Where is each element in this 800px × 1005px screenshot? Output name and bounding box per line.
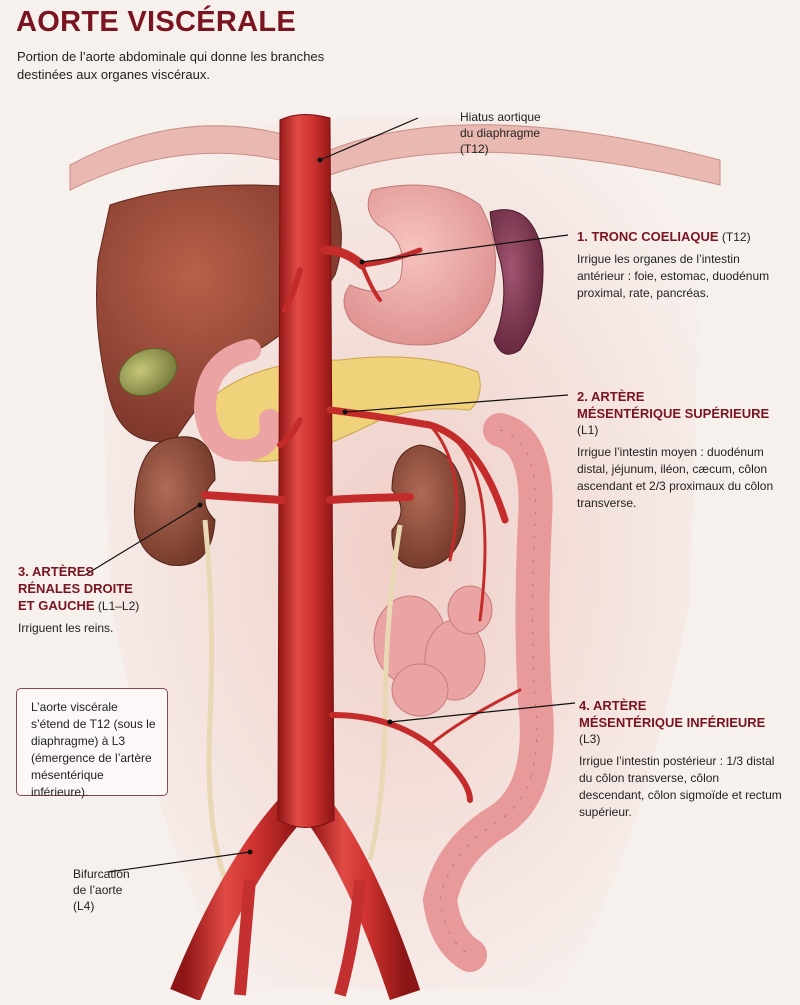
- hiatus-label: Hiatus aortique du diaphragme (T12): [460, 110, 541, 156]
- leader-lines: [84, 117, 576, 873]
- aorta: [277, 114, 335, 828]
- renal-arteries-label: 3. ARTÈRES RÉNALES DROITE ET GAUCHE (L1–…: [18, 563, 188, 637]
- bifurcation-label: Bifurcation de l’aorte (L4): [73, 867, 130, 913]
- right-kidney: [133, 436, 216, 566]
- stomach: [343, 184, 497, 346]
- renal-level: (L1–L2): [97, 599, 140, 613]
- spleen: [489, 209, 544, 355]
- small-intestine: [373, 585, 493, 717]
- ima-description: Irrigue l’intestin postérieur : 1/3 dist…: [579, 754, 782, 819]
- diaphragm: [69, 124, 721, 191]
- renal-description: Irriguent les reins.: [18, 621, 114, 635]
- sma-label: 2. ARTÈRE MÉSENTÉRIQUE SUPÉRIEURE (L1) I…: [577, 388, 782, 512]
- page-subtitle: Portion de l’aorte abdominale qui donne …: [17, 49, 325, 82]
- sma-description: Irrigue l’intestin moyen : duodénum dist…: [577, 445, 774, 510]
- celiac-trunk-description: Irrigue les organes de l’intestin antéri…: [577, 252, 770, 300]
- gallbladder: [118, 347, 178, 397]
- info-note-box: L’aorte viscérale s’étend de T12 (sous l…: [16, 688, 168, 799]
- inferior-mesenteric-artery: [329, 688, 522, 803]
- celiac-trunk-label: 1. TRONC COELIAQUE (T12) Irrigue les org…: [577, 228, 782, 302]
- celiac-trunk: [282, 245, 423, 313]
- left-kidney: [391, 444, 466, 569]
- page-title: AORTE VISCÉRALE: [16, 6, 297, 38]
- sma-level: (L1): [577, 423, 599, 437]
- colon: [422, 413, 554, 972]
- celiac-trunk-name: 1. TRONC COELIAQUE: [577, 229, 719, 244]
- superior-mesenteric-artery: [277, 406, 509, 622]
- celiac-trunk-level: (T12): [721, 230, 751, 244]
- renal-arteries: [201, 491, 414, 504]
- ima-level: (L3): [579, 732, 601, 746]
- ima-label: 4. ARTÈRE MÉSENTÉRIQUE INFÉRIEURE (L3) I…: [579, 697, 784, 821]
- duodenum: [193, 339, 282, 462]
- right-ureter: [202, 519, 228, 881]
